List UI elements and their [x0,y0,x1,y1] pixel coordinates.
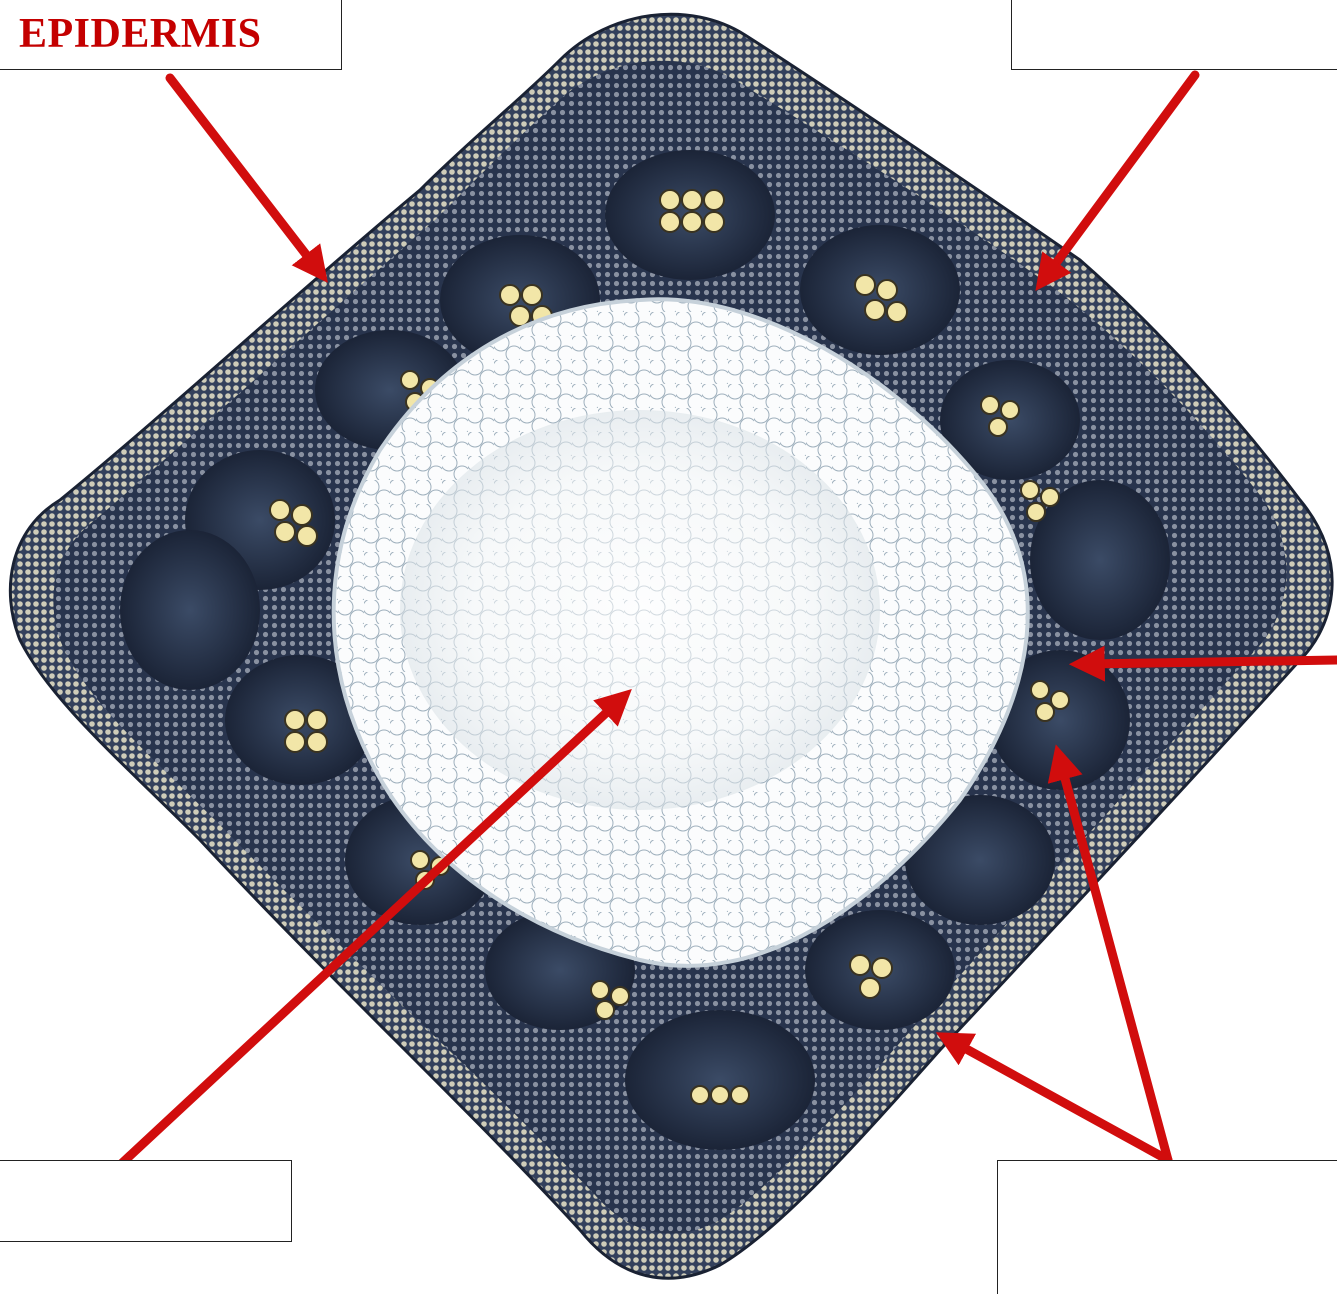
arrow-bottom-right-b [950,1040,1168,1160]
xylem-cluster [691,1086,749,1104]
arrow-epidermis [170,78,318,270]
arrow-top-right [1045,75,1195,278]
vascular-bundle [625,1010,815,1150]
label-box-epidermis: EPIDERMIS [0,0,342,70]
label-box-top-right [1011,0,1337,70]
pith-center-highlight [400,410,880,810]
vascular-bundle [120,530,260,690]
arrow-right-middle [1085,660,1337,664]
label-epidermis: EPIDERMIS [19,7,262,61]
label-box-bottom-left [0,1160,292,1242]
label-box-bottom-right [997,1160,1337,1294]
